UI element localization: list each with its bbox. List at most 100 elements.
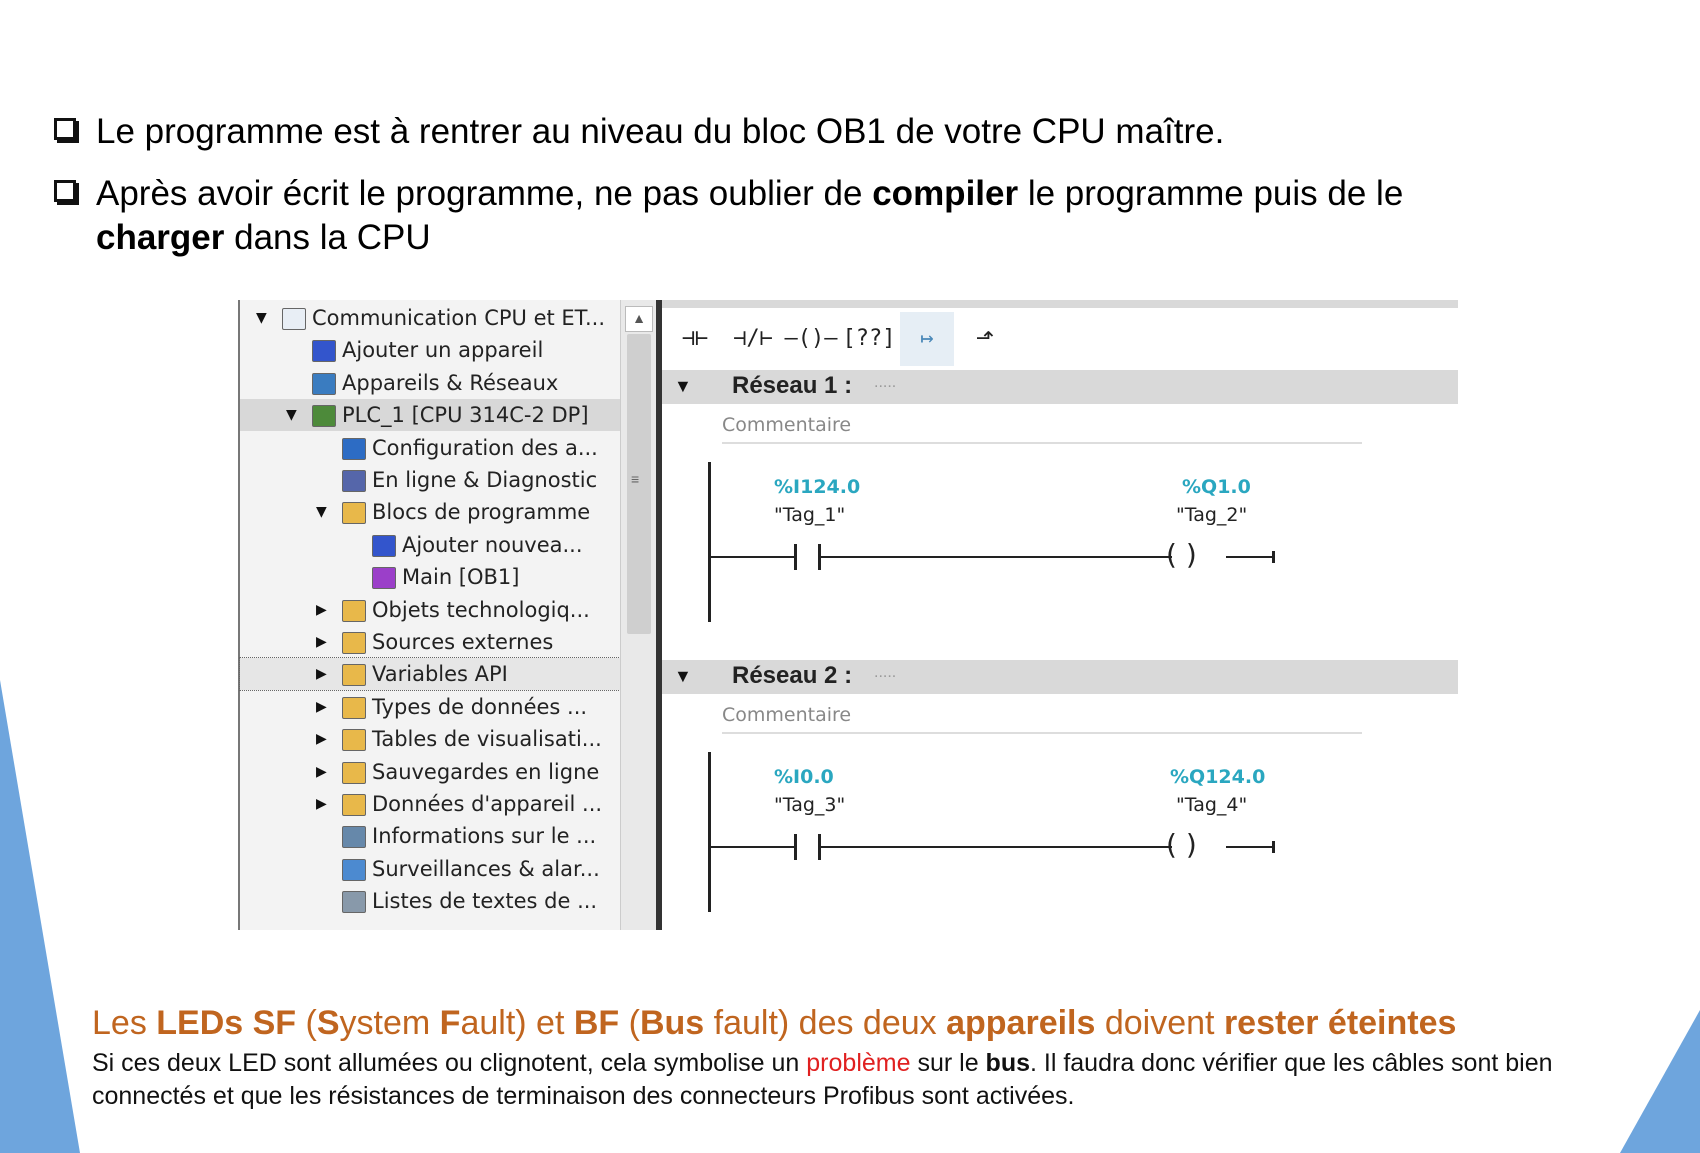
bullet-item: Le programme est à rentrer au niveau du … — [54, 110, 1474, 154]
tree-item[interactable]: ▼Communication CPU et ET... — [240, 302, 620, 334]
info-icon — [342, 826, 366, 849]
network-comment[interactable]: Commentaire — [722, 408, 1362, 444]
bold-text: compiler — [872, 174, 1019, 213]
bold-text: charger — [96, 218, 225, 257]
tree-item[interactable]: ▶Données d'appareil ... — [240, 788, 620, 820]
open-branch-button[interactable]: ↦ — [900, 312, 954, 366]
tia-portal-screenshot: ▼Communication CPU et ET... Ajouter un ap… — [238, 300, 1458, 930]
rung-wire — [1226, 846, 1274, 848]
decorative-triangle-left — [0, 680, 80, 1153]
expand-right-icon[interactable]: ▶ — [316, 666, 327, 683]
tree-item[interactable]: ▶Tables de visualisati... — [240, 723, 620, 755]
tree-item-label: Sauvegardes en ligne — [372, 759, 600, 784]
tree-item-label: Types de données ... — [372, 694, 588, 719]
no-contact-button[interactable]: ⊣⊢ — [668, 312, 722, 366]
folder-icon — [342, 794, 366, 816]
coil-symbol[interactable]: ( ) — [1166, 538, 1197, 571]
tree-item[interactable]: ▼Blocs de programme — [240, 496, 620, 528]
scroll-up-arrow-icon[interactable]: ▲ — [625, 306, 653, 332]
config-icon — [342, 437, 366, 460]
coil-address: %Q124.0 — [1170, 766, 1266, 788]
tree-item-label: Surveillances & alar... — [372, 856, 600, 881]
add-device-icon — [312, 340, 336, 363]
folder-icon — [342, 761, 366, 784]
network-comment[interactable]: Commentaire — [722, 698, 1362, 734]
collapse-arrow-icon[interactable]: ▼ — [674, 376, 692, 396]
tree-item[interactable]: Surveillances & alar... — [240, 853, 620, 885]
expand-right-icon[interactable]: ▶ — [316, 634, 327, 650]
tree-item[interactable]: Informations sur le ... — [240, 820, 620, 852]
tree-item[interactable]: ▶Variables API — [239, 657, 621, 692]
led-explanation: Si ces deux LED sont allumées ou clignot… — [92, 1047, 1672, 1113]
rung-wire — [820, 846, 1172, 848]
network-header[interactable]: ▼Réseau 1 :..... — [662, 370, 1458, 404]
expand-down-icon[interactable]: ▼ — [286, 407, 297, 424]
grip-icon: ≡ — [631, 471, 640, 487]
tree-item[interactable]: ▶Sources externes — [240, 626, 620, 658]
bullet-item: Après avoir écrit le programme, ne pas o… — [54, 172, 1474, 260]
text-run: fault) des deux — [704, 1004, 947, 1042]
tree-scrollbar[interactable]: ▲ ≡ — [620, 300, 657, 930]
expand-right-icon[interactable]: ▶ — [316, 698, 327, 715]
coil-symbol[interactable]: ( ) — [1166, 828, 1197, 861]
network-header[interactable]: ▼Réseau 2 :..... — [662, 660, 1458, 694]
tree-item[interactable]: Ajouter un appareil — [240, 334, 620, 366]
tree-item[interactable]: ▶ Types de données ... — [240, 691, 620, 723]
ladder-editor: ⊣⊢⊣/⊢–()–[??]↦⬏ ▼Réseau 1 :..... Commenta… — [662, 300, 1458, 930]
tree-item[interactable]: ▼PLC_1 [CPU 314C-2 DP] — [240, 399, 620, 432]
editor-top-strip — [662, 300, 1458, 308]
contact-left-bar[interactable] — [794, 834, 797, 860]
collapse-arrow-icon[interactable]: ▼ — [674, 666, 692, 686]
tree-item-label: En ligne & Diagnostic — [372, 468, 598, 492]
checkbox-bullet-icon — [54, 118, 76, 140]
tree-item[interactable]: En ligne & Diagnostic — [240, 464, 620, 496]
text-list-icon — [342, 891, 366, 914]
text-run: Le programme est à rentrer au niveau du … — [96, 112, 1225, 151]
network-icon — [312, 372, 336, 395]
expand-right-icon[interactable]: ▶ — [316, 601, 327, 618]
coil-button[interactable]: –()– — [784, 312, 838, 366]
network-title-placeholder: ..... — [874, 664, 897, 681]
contact-address: %I124.0 — [774, 476, 861, 498]
bold-text: Bus — [639, 1004, 705, 1042]
diagnostic-icon — [342, 470, 366, 492]
folder-icon — [342, 729, 366, 752]
expand-right-icon[interactable]: ▶ — [316, 763, 327, 780]
contact-right-bar[interactable] — [818, 544, 821, 570]
close-branch-button[interactable]: ⬏ — [958, 312, 1012, 366]
tree-item[interactable]: ▶Objets technologiq... — [240, 594, 620, 626]
bold-text: bus — [985, 1049, 1030, 1077]
tree-item[interactable]: Appareils & Réseaux — [240, 367, 620, 399]
tree-item[interactable]: ▶ Sauvegardes en ligne — [240, 756, 620, 788]
folder-icon — [342, 632, 366, 654]
contact-left-bar[interactable] — [794, 544, 797, 570]
pane-divider[interactable] — [656, 300, 662, 930]
tree-item-label: Listes de textes de ... — [372, 889, 598, 914]
text-run: Les — [92, 1004, 157, 1042]
power-rail — [708, 752, 711, 912]
tree-item[interactable]: Main [OB1] — [240, 561, 620, 593]
text-run: ( — [296, 1004, 317, 1042]
expand-right-icon[interactable]: ▶ — [316, 731, 327, 748]
expand-down-icon[interactable]: ▼ — [256, 310, 267, 326]
tree-item[interactable]: Ajouter nouvea... — [240, 529, 620, 561]
tree-item-label: Main [OB1] — [402, 565, 520, 590]
expand-down-icon[interactable]: ▼ — [316, 504, 327, 521]
tree-item[interactable]: Listes de textes de ... — [240, 885, 620, 917]
tree-item[interactable]: Configuration des a... — [240, 432, 620, 464]
nc-contact-button[interactable]: ⊣/⊢ — [726, 312, 780, 366]
tree-item-label: Ajouter un appareil — [342, 338, 544, 363]
text-run: doivent — [1095, 1004, 1224, 1042]
text-run: Si ces deux LED sont allumées ou clignot… — [92, 1049, 807, 1077]
tree-item-label: Appareils & Réseaux — [342, 370, 559, 395]
empty-box-button[interactable]: [??] — [842, 312, 896, 366]
rung-wire — [1226, 556, 1274, 558]
scroll-thumb[interactable] — [627, 334, 651, 634]
expand-right-icon[interactable]: ▶ — [316, 796, 327, 812]
bold-text: S — [316, 1004, 340, 1042]
contact-right-bar[interactable] — [818, 834, 821, 860]
add-block-icon — [372, 534, 396, 557]
bold-text: BF — [573, 1004, 620, 1042]
power-rail — [708, 462, 711, 622]
tree-item-label: Configuration des a... — [372, 435, 598, 460]
